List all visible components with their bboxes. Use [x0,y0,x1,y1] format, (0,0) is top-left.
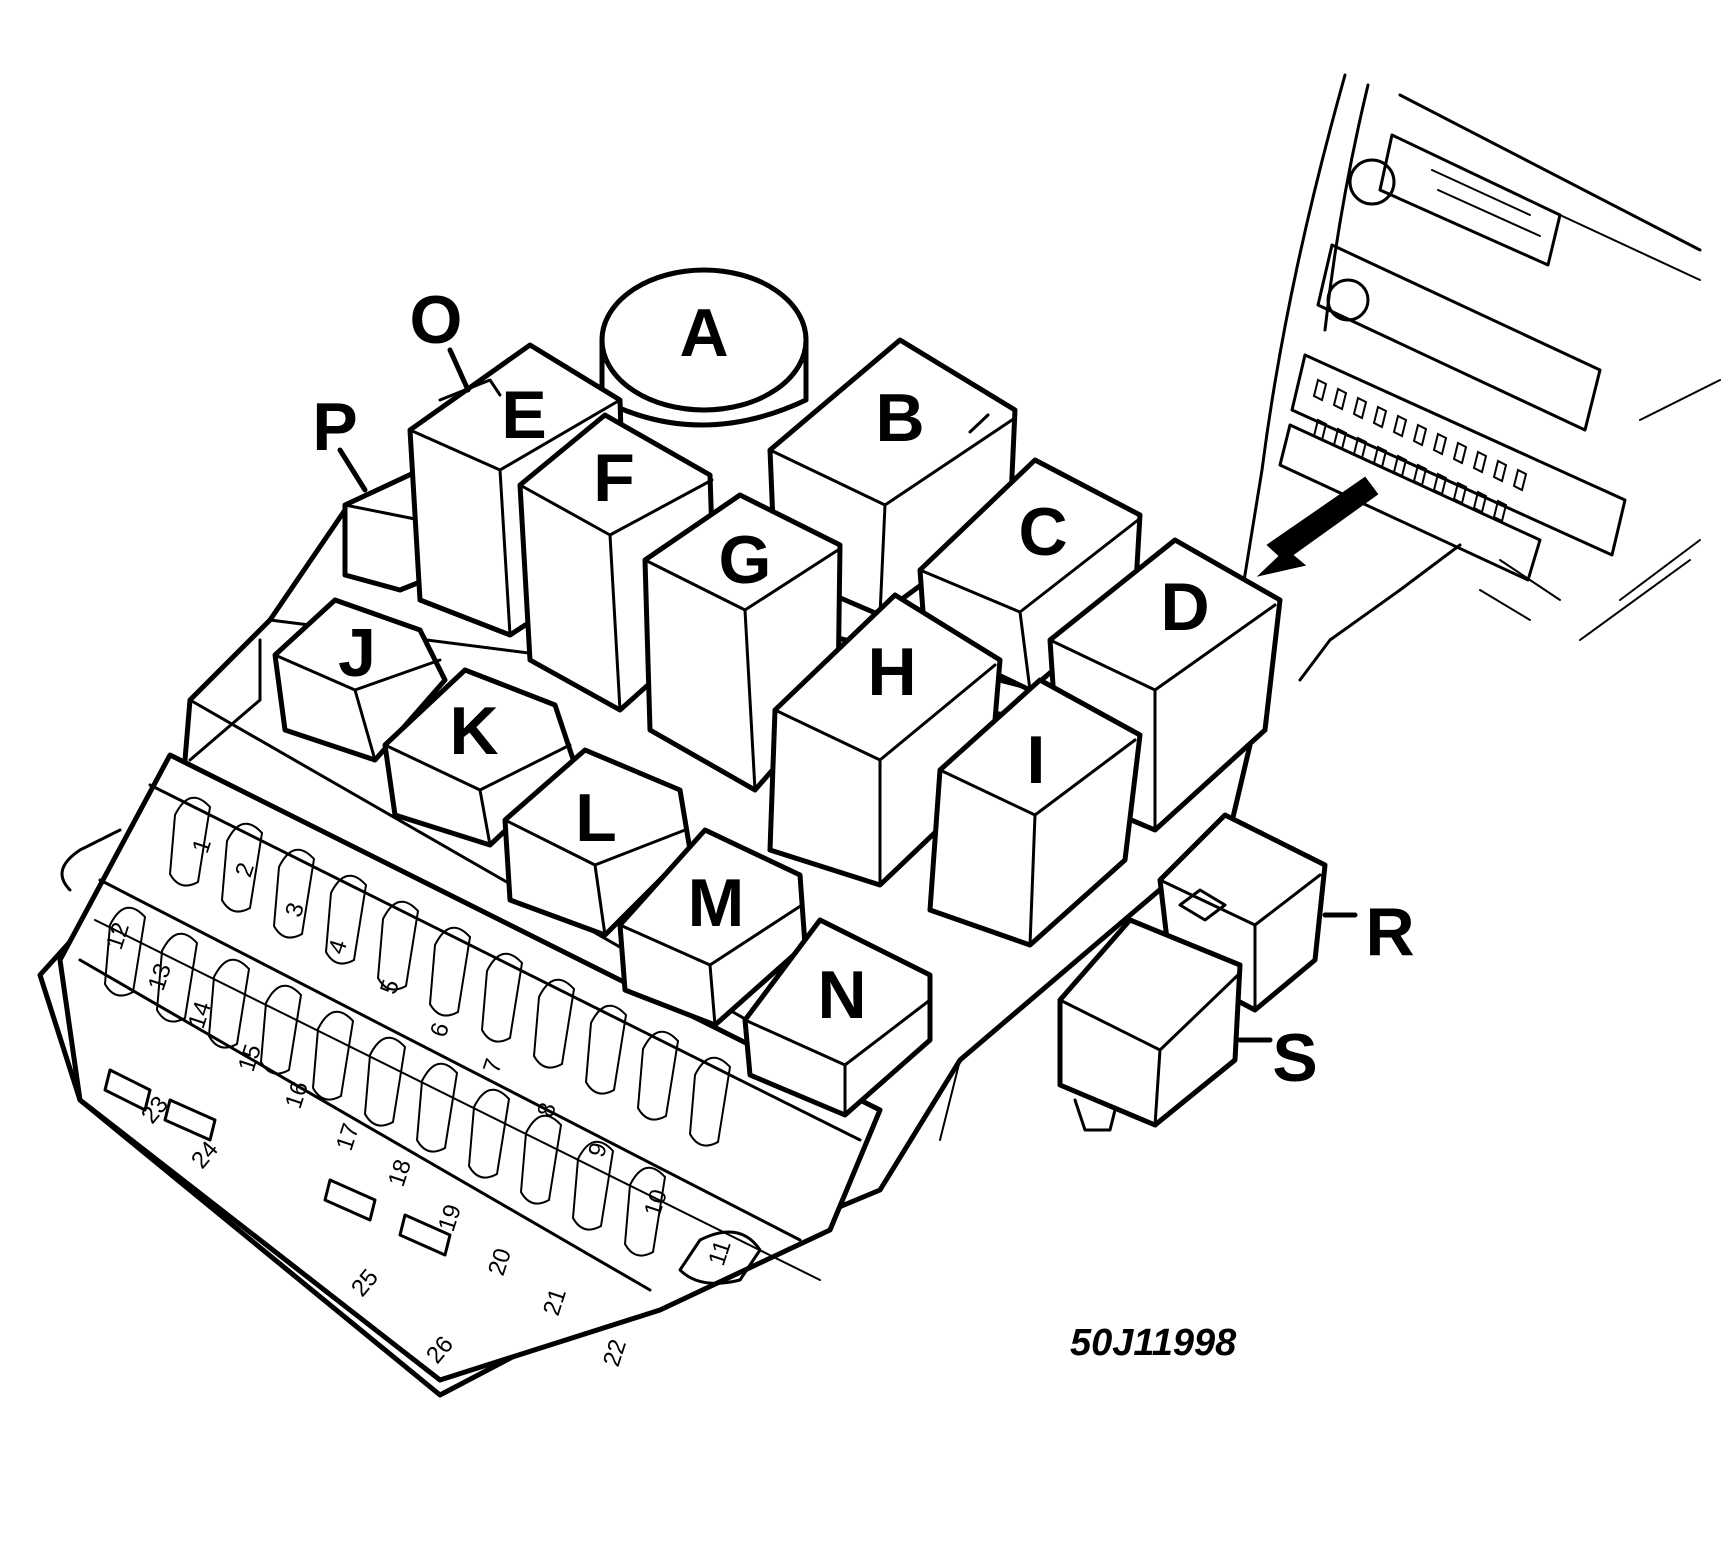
callout-R: R [1365,894,1414,970]
callout-M: M [688,865,745,941]
fuse-slots-top-row [168,796,732,1147]
callout-D: D [1160,569,1209,645]
leader-P [337,447,368,493]
callout-N: N [817,957,866,1033]
inset-fuse-slots [1312,378,1528,523]
figure-reference-code: 50J11998 [1070,1322,1237,1364]
dashboard-location-inset [1198,73,1721,747]
location-arrow [1256,476,1379,577]
relay-S [1057,888,1243,1132]
callout-F: F [593,440,635,516]
fuse-slots-bottom-row [103,906,667,1257]
callout-I: I [1027,722,1046,798]
callout-B: B [875,380,924,456]
leader-B [968,413,990,434]
fuse-panel [57,752,883,1383]
callout-P: P [312,389,357,465]
callout-E: E [501,377,546,453]
callout-A: A [679,295,728,371]
callout-K: K [449,693,498,769]
leader-O [447,347,471,393]
relay-N [742,917,933,1118]
relay-L [502,747,693,938]
callout-S: S [1272,1020,1317,1096]
callout-O: O [410,282,463,358]
callout-C: C [1018,494,1067,570]
callout-G: G [719,522,772,598]
fuse-number: 22 [598,1336,632,1370]
relay-I [927,677,1143,948]
callout-J: J [338,615,376,691]
relay-A [599,267,809,428]
relay-J [272,597,448,763]
callout-L: L [575,780,617,856]
callout-H: H [867,634,916,710]
